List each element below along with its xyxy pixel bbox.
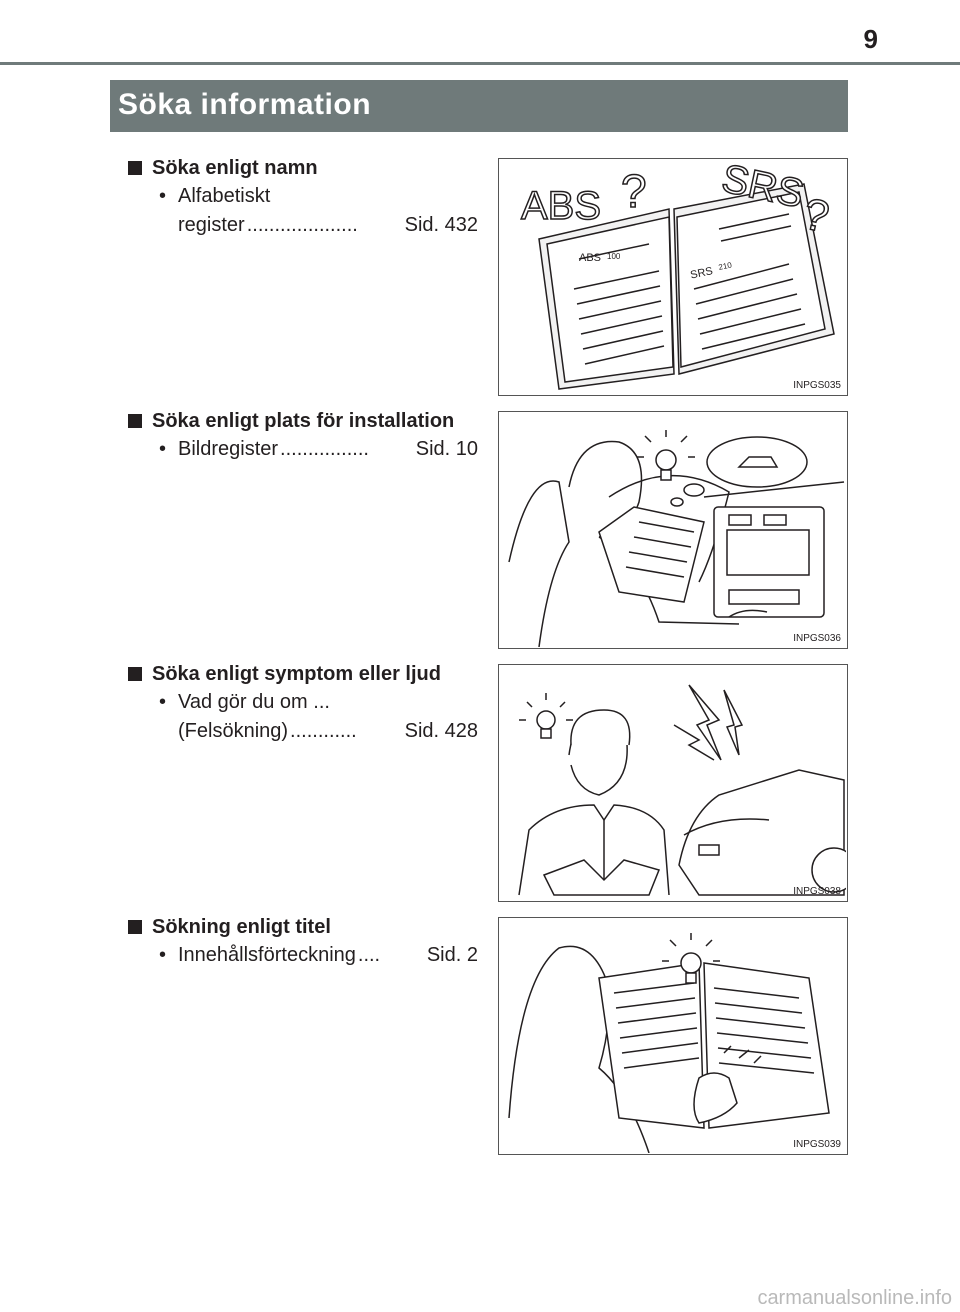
section-heading: Sökning enligt titel: [128, 913, 478, 941]
bullet-icon: •: [159, 438, 167, 460]
section-search-by-location: Söka enligt plats för installation • Bil…: [128, 407, 478, 464]
section-heading: Söka enligt namn: [128, 154, 478, 182]
bullet-icon: •: [159, 944, 167, 966]
reference-page: Sid. 428: [404, 720, 478, 742]
section-banner: [110, 80, 848, 132]
section-search-by-symptom: Söka enligt symptom eller ljud • Vad gör…: [128, 660, 478, 746]
reference-line: Innehållsförteckning .... Sid. 2: [178, 941, 478, 970]
figure-man-car-noise: INPGS038: [498, 664, 848, 902]
open-book-illustration: ABS ? SRS ? ABS 100 SRS 210: [520, 159, 835, 390]
figure-code: INPGS036: [793, 633, 841, 644]
section-heading: Söka enligt symptom eller ljud: [128, 660, 478, 688]
reference-item: • Alfabetiskt register .................…: [128, 182, 478, 240]
section-search-by-title: Sökning enligt titel • Innehållsförteckn…: [128, 913, 478, 970]
reference-page: Sid. 432: [404, 214, 478, 236]
reference-item: • Vad gör du om ... (Felsökning) .......…: [128, 688, 478, 746]
bullet-icon: •: [159, 185, 167, 207]
reference-line: register .................... Sid. 432: [178, 211, 478, 240]
figure-reader-contents: INPGS039: [498, 917, 848, 1155]
watermark: carmanualsonline.info: [757, 1287, 952, 1309]
reference-item: • Bildregister ................ Sid. 10: [128, 435, 478, 464]
abs-index-entry: ABS: [579, 252, 601, 264]
symptom-illustration: [518, 684, 846, 896]
bullet-icon: •: [159, 691, 167, 713]
square-bullet-icon: [128, 161, 142, 175]
reference-page: Sid. 10: [415, 438, 478, 460]
top-rule: [0, 62, 960, 65]
page-number: 9: [863, 24, 878, 54]
figure-code: INPGS035: [793, 380, 841, 391]
leader-dots: ....: [357, 944, 381, 966]
leader-dots: ............: [290, 720, 357, 742]
reference-item: • Innehållsförteckning .... Sid. 2: [128, 941, 478, 970]
square-bullet-icon: [128, 667, 142, 681]
figure-code: INPGS039: [793, 1139, 841, 1150]
leader-dots: ................: [280, 438, 369, 460]
reference-page: Sid. 2: [426, 944, 478, 966]
reference-line: Bildregister ................ Sid. 10: [178, 435, 478, 464]
abs-label: ABS: [521, 184, 601, 228]
reference-line: (Felsökning) ............ Sid. 428: [178, 717, 478, 746]
leader-dots: ....................: [246, 214, 358, 236]
abs-index-page: 100: [607, 252, 621, 261]
figure-code: INPGS038: [793, 886, 841, 897]
section-search-by-name: Söka enligt namn • Alfabetiskt register …: [128, 154, 478, 240]
reference-label: Bildregister: [178, 438, 279, 460]
banner-title: Söka information: [118, 88, 372, 121]
srs-index-page: 210: [718, 260, 733, 272]
item-text: Alfabetiskt: [178, 185, 271, 207]
reference-label: (Felsökning): [178, 720, 289, 742]
reference-label: Innehållsförteckning: [178, 944, 356, 966]
item-text: Vad gör du om ...: [178, 691, 330, 713]
reader-illustration: [508, 933, 830, 1153]
reference-label: register: [178, 214, 245, 236]
section-heading: Söka enligt plats för installation: [128, 407, 478, 435]
figure-book-abs-srs: ABS ? SRS ? ABS 100 SRS 210 INPGS035: [498, 158, 848, 396]
figure-driver-dashboard: INPGS036: [498, 411, 848, 649]
square-bullet-icon: [128, 414, 142, 428]
question-mark-icon: ?: [621, 165, 647, 217]
srs-label: SRS: [718, 159, 808, 217]
square-bullet-icon: [128, 920, 142, 934]
driver-manual-illustration: [508, 430, 845, 647]
srs-index-entry: SRS: [689, 265, 714, 281]
